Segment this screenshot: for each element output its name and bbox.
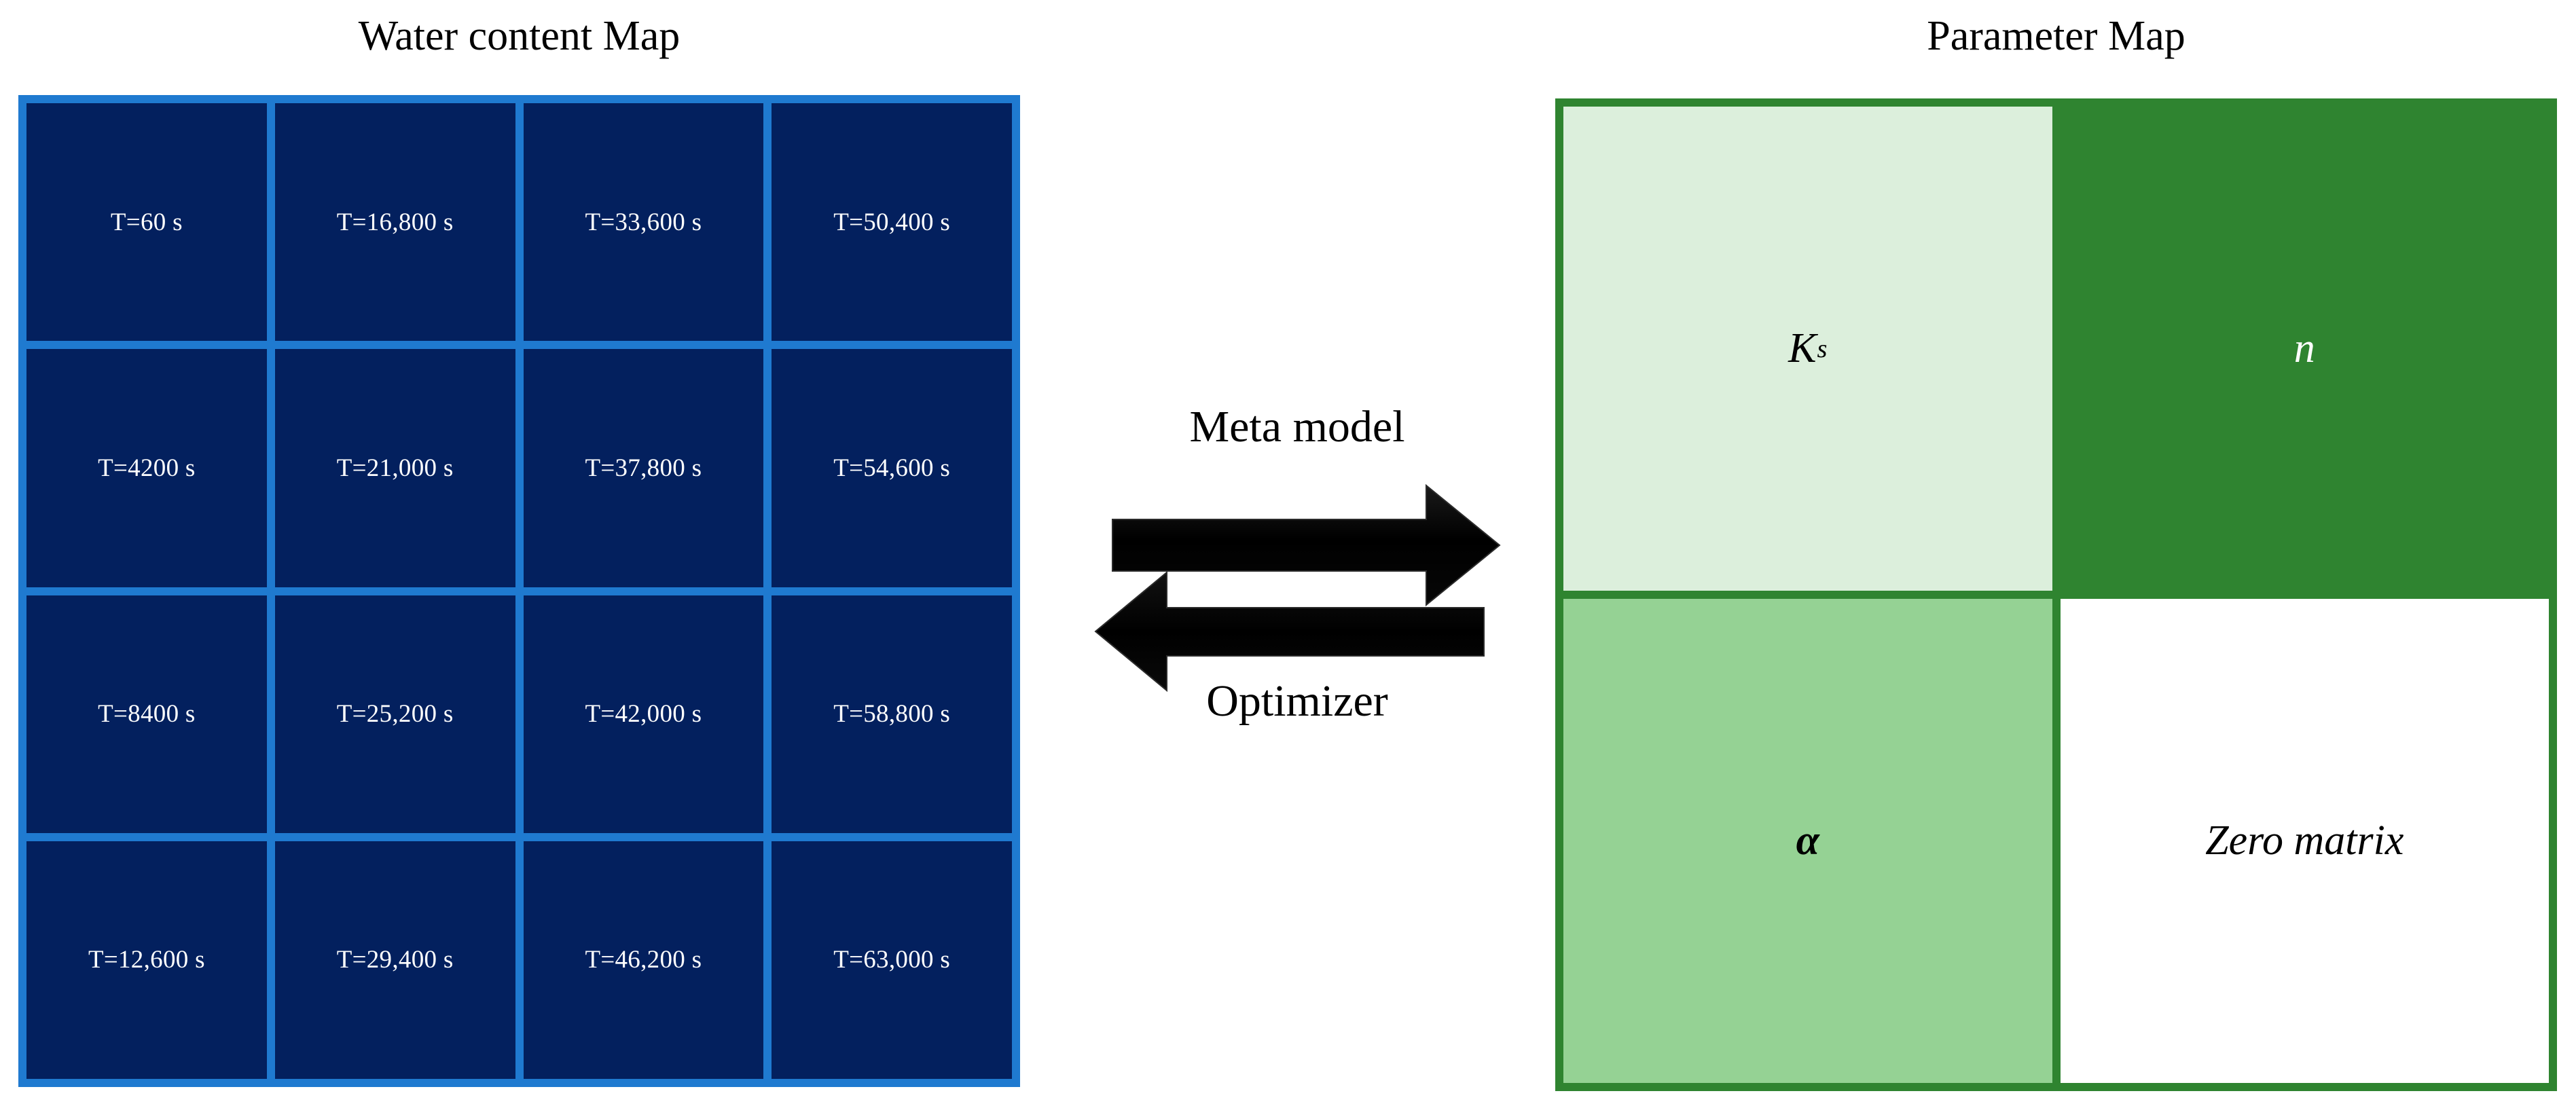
- water-cell: T=46,200 s: [523, 841, 764, 1079]
- parameter-label-n: n: [2293, 325, 2315, 371]
- flow-connector: Meta model Optimizer: [1059, 380, 1535, 747]
- parameter-cell-alpha: α: [1563, 599, 2052, 1083]
- water-cell: T=33,600 s: [523, 103, 764, 342]
- arrow-left-icon: [1094, 570, 1485, 693]
- water-cell: T=16,800 s: [274, 103, 515, 342]
- water-content-map: T=60 s T=16,800 s T=33,600 s T=50,400 s …: [18, 95, 1020, 1087]
- water-cell: T=21,000 s: [274, 349, 515, 587]
- parameter-label-alpha: α: [1796, 817, 1819, 864]
- water-cell: T=54,600 s: [772, 349, 1012, 587]
- water-cell: T=4200 s: [26, 349, 267, 587]
- water-cell: T=12,600 s: [26, 841, 267, 1079]
- arrow-right-icon: [1112, 483, 1501, 607]
- water-cell: T=37,800 s: [523, 349, 764, 587]
- water-cell: T=63,000 s: [772, 841, 1012, 1079]
- water-cell: T=29,400 s: [274, 841, 515, 1079]
- parameter-cell-zero-matrix: Zero matrix: [2060, 599, 2549, 1083]
- parameter-label-zero-matrix: Zero matrix: [2205, 817, 2404, 864]
- flow-arrows-svg: [1094, 483, 1501, 693]
- water-cell: T=58,800 s: [772, 595, 1012, 833]
- water-content-map-title: Water content Map: [358, 13, 681, 59]
- parameter-cell-n: n: [2060, 107, 2549, 591]
- parameter-map-title: Parameter Map: [1927, 13, 2185, 59]
- optimizer-label: Optimizer: [1206, 676, 1388, 726]
- parameter-label-ks-base: K: [1788, 325, 1817, 371]
- meta-model-label: Meta model: [1189, 402, 1405, 452]
- water-cell: T=60 s: [26, 103, 267, 342]
- water-cell: T=25,200 s: [274, 595, 515, 833]
- water-cell: T=42,000 s: [523, 595, 764, 833]
- parameter-label-ks-subscript: s: [1817, 334, 1828, 363]
- water-cell: T=50,400 s: [772, 103, 1012, 342]
- water-cell: T=8400 s: [26, 595, 267, 833]
